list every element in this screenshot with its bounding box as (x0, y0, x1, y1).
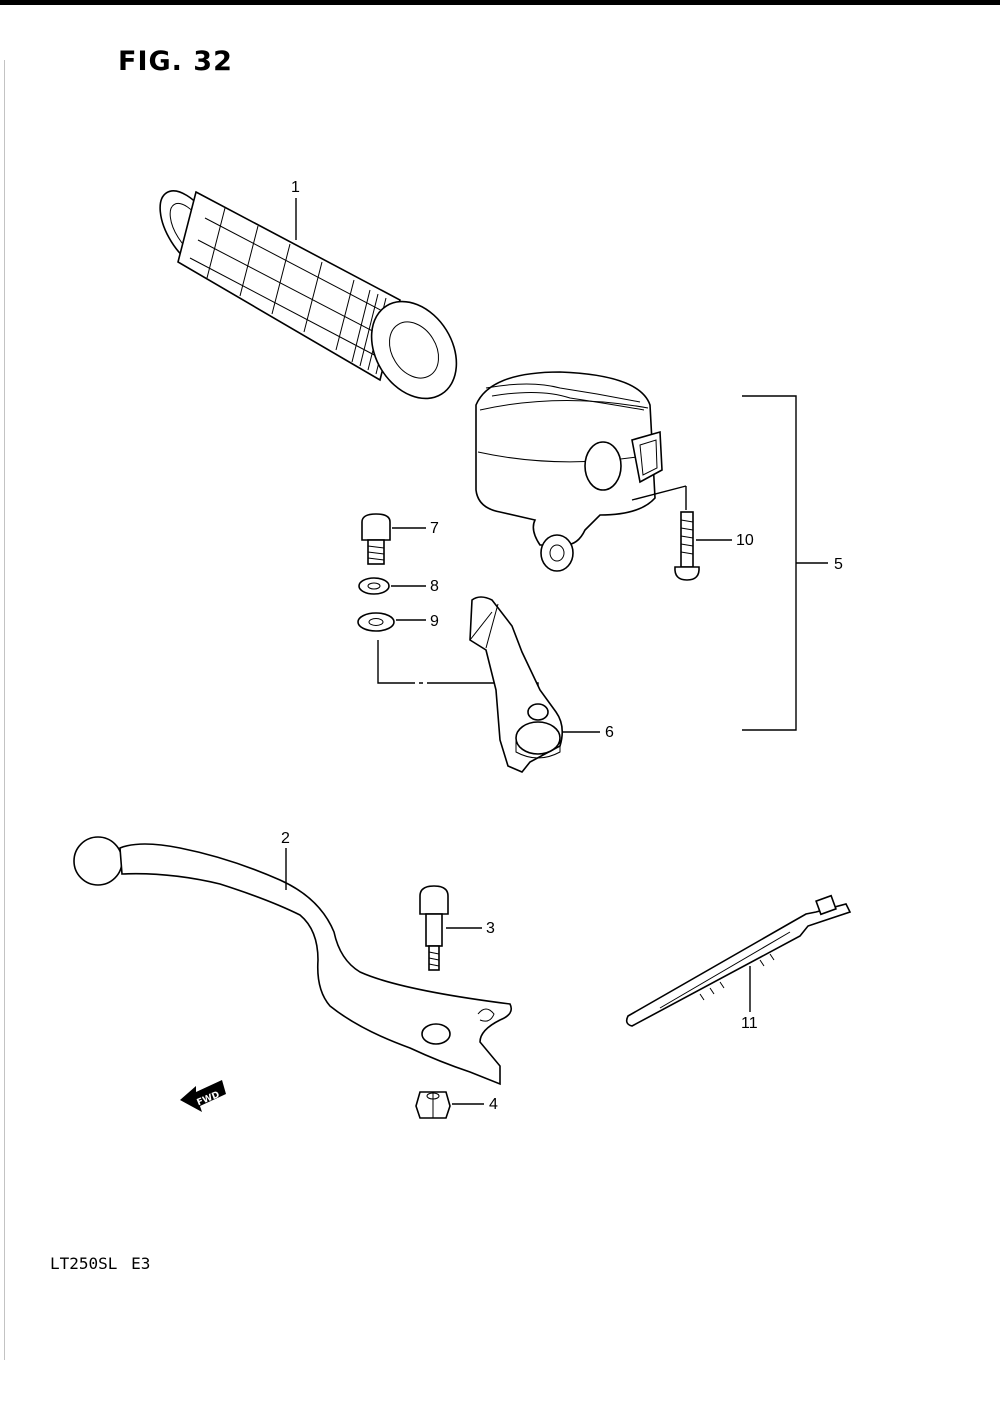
scan-edge (4, 60, 5, 1360)
assembly-bracket (742, 395, 797, 731)
part-washer[interactable] (357, 612, 395, 632)
callout-9: 9 (430, 613, 439, 630)
callout-1: 1 (291, 179, 300, 196)
part-bolt-small[interactable] (361, 513, 391, 565)
callout-8: 8 (430, 578, 439, 595)
callout-11: 11 (741, 1015, 758, 1032)
part-lever-holder[interactable] (475, 371, 663, 572)
part-lock-washer[interactable] (358, 577, 390, 595)
part-nut[interactable] (415, 1091, 451, 1119)
top-rule (0, 0, 1000, 5)
callout-5: 5 (834, 556, 843, 573)
part-grip[interactable] (148, 181, 474, 414)
callout-2: 2 (281, 830, 290, 847)
part-hot-start-lever[interactable] (469, 596, 564, 773)
part-pivot-bolt[interactable] (419, 885, 449, 971)
callout-7: 7 (430, 520, 439, 537)
callout-4: 4 (489, 1096, 498, 1113)
leader-holder-screw (631, 485, 687, 501)
callout-3: 3 (486, 920, 495, 937)
part-brake-lever[interactable] (73, 836, 513, 1086)
figure-title: FIG. 32 (118, 46, 233, 77)
part-screw[interactable] (674, 511, 700, 581)
part-cable-tie[interactable] (625, 894, 852, 1027)
callout-6: 6 (605, 724, 614, 741)
model-label: LT250SL E3 (50, 1254, 151, 1273)
callout-10: 10 (736, 532, 754, 549)
fwd-arrow-icon: FWD (180, 1080, 226, 1112)
